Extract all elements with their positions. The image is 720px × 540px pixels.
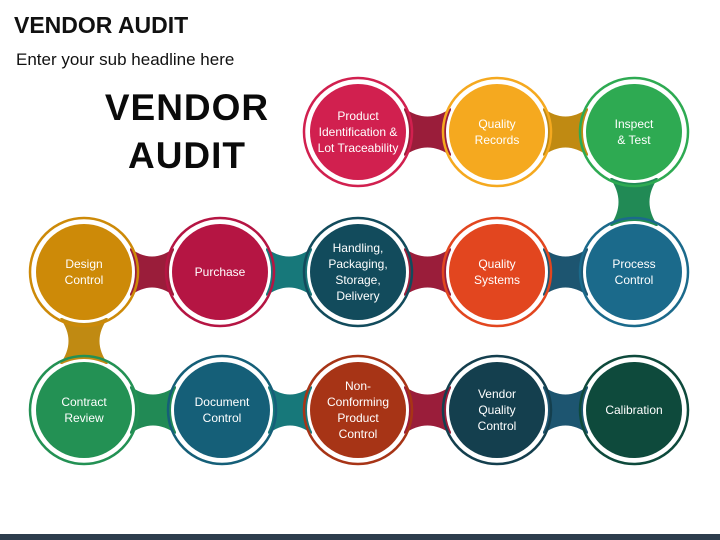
calibration-ring <box>578 354 690 466</box>
process-control-ring <box>578 216 690 328</box>
document-control-label: Document <box>195 395 250 409</box>
calibration-label: Calibration <box>605 403 662 417</box>
big-heading-line-1: VENDOR <box>104 87 270 128</box>
quality-systems-label: Systems <box>474 273 520 287</box>
document-control-circle <box>174 362 270 458</box>
connector-1 <box>404 108 451 156</box>
design-control-circle <box>36 224 132 320</box>
handling-packaging-circle <box>310 224 406 320</box>
process-control-label: Process <box>612 257 655 271</box>
document-control-ring <box>166 354 278 466</box>
contract-review-circle <box>36 362 132 458</box>
product-identification-label: Lot Traceability <box>318 141 399 155</box>
non-conforming-label: Non- <box>345 379 371 393</box>
vendor-quality-control-label: Control <box>478 419 517 433</box>
contract-review-label: Review <box>64 411 104 425</box>
slide-subtitle: Enter your sub headline here <box>16 50 235 69</box>
design-control-ring <box>28 216 140 328</box>
connector-8 <box>60 318 108 364</box>
big-heading-line-2: AUDIT <box>127 135 247 176</box>
purchase-ring <box>164 216 276 328</box>
vendor-quality-control-circle <box>449 362 545 458</box>
connectors <box>60 108 658 434</box>
big-heading: VENDOR AUDIT <box>86 84 288 180</box>
quality-systems-ring <box>441 216 553 328</box>
non-conforming-label: Conforming <box>327 395 389 409</box>
design-control-label: Control <box>65 273 104 287</box>
quality-records-label: Records <box>475 133 520 147</box>
quality-records-circle <box>449 84 545 180</box>
quality-records-label: Quality <box>478 117 515 131</box>
product-identification-label: Identification & <box>319 125 398 139</box>
quality-systems-label: Quality <box>478 257 515 271</box>
calibration-circle <box>586 362 682 458</box>
inspect-test-ring <box>578 76 690 188</box>
process-control-label: Control <box>615 273 654 287</box>
quality-systems-circle <box>449 224 545 320</box>
inspect-test-label: & Test <box>617 133 651 147</box>
contract-review-ring <box>28 354 140 466</box>
purchase-circle <box>172 224 268 320</box>
non-conforming-label: Product <box>337 411 379 425</box>
vendor-quality-control-label: Quality <box>478 403 515 417</box>
non-conforming-circle <box>310 362 406 458</box>
connector-4 <box>543 248 588 296</box>
purchase-label: Purchase <box>195 265 246 279</box>
vendor-quality-control-ring <box>441 354 553 466</box>
product-identification-label: Product <box>337 109 379 123</box>
connector-9 <box>130 386 176 434</box>
slide-title: VENDOR AUDIT <box>14 12 189 38</box>
vendor-quality-control-label: Vendor <box>478 387 516 401</box>
footer-bar <box>0 534 720 540</box>
connector-12 <box>543 386 588 434</box>
connector-5 <box>404 248 451 296</box>
connector-3 <box>610 178 658 226</box>
connector-7 <box>130 248 174 296</box>
handling-packaging-label: Packaging, <box>328 257 387 271</box>
connector-11 <box>404 386 451 434</box>
connector-10 <box>268 386 312 434</box>
contract-review-label: Contract <box>61 395 107 409</box>
quality-records-ring <box>441 76 553 188</box>
handling-packaging-ring <box>302 216 414 328</box>
process-control-circle <box>586 224 682 320</box>
handling-packaging-label: Storage, <box>335 273 380 287</box>
connector-2 <box>543 108 588 156</box>
product-identification-circle <box>310 84 406 180</box>
inspect-test-circle <box>586 84 682 180</box>
connector-6 <box>266 248 312 296</box>
handling-packaging-label: Handling, <box>333 241 384 255</box>
product-identification-ring <box>302 76 414 188</box>
inspect-test-label: Inspect <box>615 117 654 131</box>
design-control-label: Design <box>65 257 102 271</box>
non-conforming-ring <box>302 354 414 466</box>
document-control-label: Control <box>203 411 242 425</box>
handling-packaging-label: Delivery <box>336 289 379 303</box>
non-conforming-label: Control <box>339 427 378 441</box>
